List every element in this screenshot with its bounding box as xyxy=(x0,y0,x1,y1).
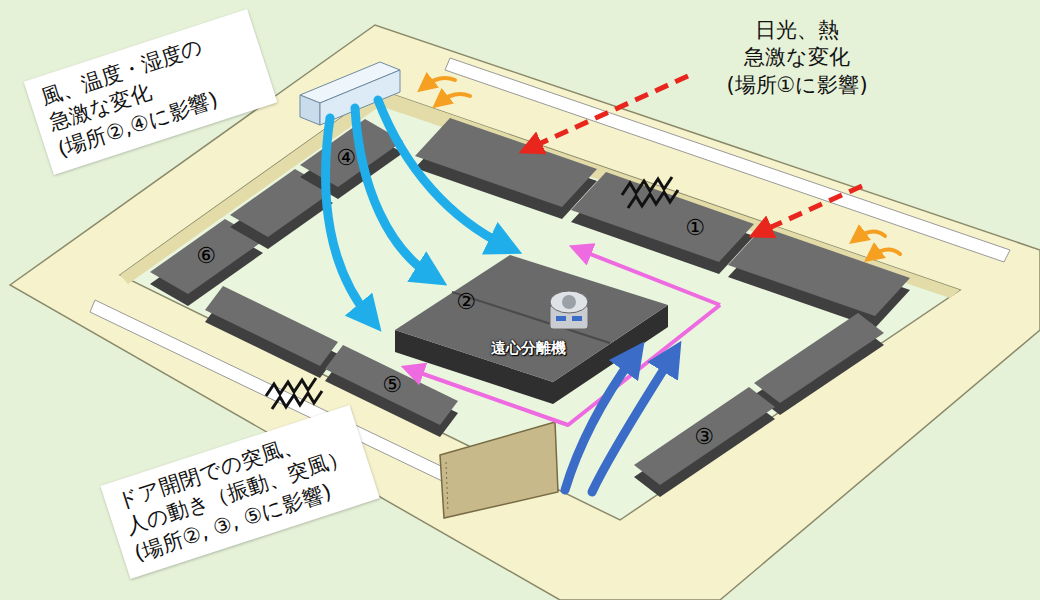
door-hinge xyxy=(446,462,448,512)
callout-number: ⑤ xyxy=(382,371,402,400)
callout-number: ① xyxy=(685,214,705,243)
sunlight-arrow xyxy=(530,76,862,232)
callout-number: ③ xyxy=(694,423,714,452)
callout-number: ② xyxy=(456,288,476,317)
airflow-arrow xyxy=(326,100,506,318)
door xyxy=(440,422,558,518)
callout-number: ⑥ xyxy=(196,242,216,271)
heat-arrow xyxy=(425,78,900,256)
draft-arrow xyxy=(565,356,672,492)
vibration-mark xyxy=(266,177,678,409)
note-text: 日光、熱 急激な変化 (場所①に影響) xyxy=(702,17,892,99)
bench xyxy=(150,119,403,306)
device-label: 遠心分離機 xyxy=(491,339,566,359)
callout-number: ④ xyxy=(336,144,356,173)
centrifuge-icon xyxy=(550,291,588,329)
bench xyxy=(634,313,884,497)
circulation-arrow xyxy=(412,250,720,425)
